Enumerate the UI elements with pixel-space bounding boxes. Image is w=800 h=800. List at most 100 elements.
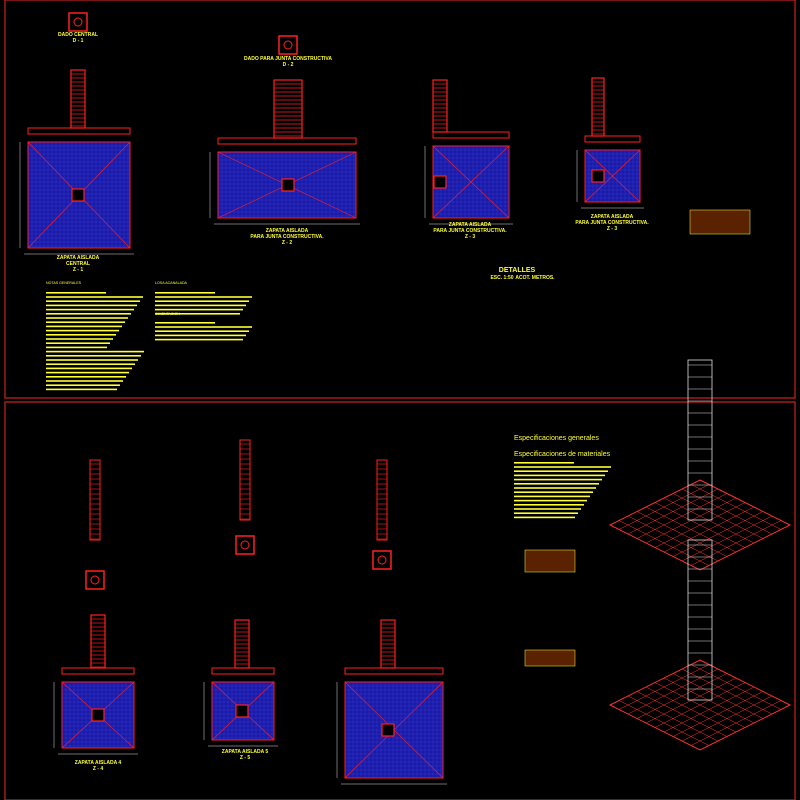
note-line	[46, 292, 106, 294]
note-line	[46, 317, 128, 319]
dado-d5	[372, 550, 392, 570]
note-line	[155, 308, 243, 311]
note-line	[155, 338, 243, 341]
footing-z4-title: ZAPATA AISLADA 4	[75, 760, 122, 766]
note-line	[46, 371, 129, 374]
note-line	[514, 512, 578, 514]
note-line	[46, 342, 110, 344]
dado-junta-title: DADO PARA JUNTA CONSTRUCTIVA	[244, 56, 332, 62]
note-line	[46, 308, 134, 311]
footing-z5-column-section	[235, 704, 249, 718]
dado-d1	[68, 12, 88, 32]
notas-generales-heading: NOTAS GENERALES	[46, 281, 82, 285]
note-line	[46, 300, 140, 302]
cad-line	[690, 700, 782, 746]
iso-cage-1-base	[608, 479, 792, 571]
spec-table	[689, 209, 751, 235]
note-line	[46, 363, 135, 365]
note-line	[155, 322, 215, 324]
note-line	[155, 304, 246, 307]
cad-line	[432, 145, 510, 219]
dado-d5-bar	[377, 555, 387, 565]
cad-line	[690, 664, 782, 710]
note-line	[46, 329, 119, 332]
footing-z3-subtitle: PARA JUNTA CONSTRUCTIVA.	[433, 228, 507, 234]
note-line	[46, 296, 143, 298]
footing-z1-subtitle: CENTRAL	[66, 261, 90, 267]
cad-line	[672, 691, 764, 737]
specs-general-heading: Especificaciones generales	[514, 435, 599, 442]
footing-z1-title: ZAPATA AISLADA	[57, 255, 100, 261]
note-line	[155, 330, 249, 332]
sheet-frame-bottom	[4, 401, 796, 800]
footing-z3-elevation-slab	[432, 131, 510, 139]
cad-line	[654, 502, 746, 548]
note-line	[46, 388, 117, 391]
dado-d1-bar	[73, 17, 83, 27]
note-line	[46, 304, 137, 307]
spec-table	[524, 649, 576, 667]
note-line	[155, 296, 252, 298]
note-line	[514, 483, 599, 485]
footing-z3-code: Z - 3	[465, 234, 475, 240]
dado-central-code: D - 1	[73, 38, 84, 44]
footing-z4-code: Z - 4	[93, 766, 103, 772]
cad-line	[681, 488, 773, 535]
detalles-title: DETALLES	[499, 267, 536, 274]
footing-z2-elevation-column	[273, 79, 303, 139]
note-line	[155, 292, 215, 294]
dado-d4-bar	[240, 540, 250, 550]
col-elev-b	[239, 439, 251, 521]
cad-line	[663, 497, 755, 544]
footing-z6-column-section	[381, 723, 395, 737]
cad-line	[663, 677, 755, 724]
note-line	[155, 313, 240, 315]
note-line	[514, 470, 608, 472]
detalles-scale: ESC. 1:50	[490, 275, 513, 281]
note-line	[514, 516, 575, 519]
losa-acanalada-heading: LOSA ACANALADA	[155, 281, 188, 285]
note-line	[514, 504, 584, 506]
note-line	[46, 350, 144, 353]
iso-cage-1-column	[687, 359, 713, 521]
footing-z2-column-section	[281, 178, 295, 192]
note-line	[46, 334, 116, 336]
note-line	[514, 508, 581, 510]
footing-z5-title: ZAPATA AISLADA 5	[222, 749, 269, 755]
specs-materials-heading: Especificaciones de materiales	[514, 451, 611, 458]
note-line	[46, 338, 113, 340]
dado-central-title: DADO CENTRAL	[58, 32, 98, 38]
dado-d3-bar	[90, 575, 100, 585]
cad-line	[681, 668, 773, 715]
footing-z3-title: ZAPATA AISLADA	[449, 222, 492, 228]
note-line	[46, 376, 126, 378]
iso-cage-2-base	[608, 659, 792, 751]
note-line	[46, 359, 138, 361]
footing-z3b-subtitle: PARA JUNTA CONSTRUCTIVA.	[575, 220, 649, 226]
footing-z3b-elevation-slab	[584, 135, 641, 143]
dado-d2-bar	[283, 40, 293, 50]
col-elev-a	[89, 459, 101, 541]
footing-z1-elevation-column	[70, 69, 86, 129]
note-line	[46, 367, 132, 370]
note-line	[514, 462, 574, 464]
col-elev-c	[376, 459, 388, 541]
note-line	[514, 474, 605, 477]
cad-line	[690, 520, 782, 566]
cad-line	[584, 149, 641, 203]
note-line	[46, 355, 141, 357]
footing-z3-elevation-column	[432, 79, 448, 133]
note-line	[514, 478, 602, 481]
note-line	[46, 346, 107, 349]
footing-z3b-column-section	[591, 169, 605, 183]
dado-d3	[85, 570, 105, 590]
note-line	[155, 300, 249, 302]
note-line	[514, 495, 590, 498]
footing-z1-code: Z - 1	[73, 267, 83, 273]
cad-line	[681, 515, 773, 562]
note-line	[514, 466, 611, 468]
cad-line	[681, 695, 773, 742]
sheet-frame-top	[4, 0, 796, 399]
footing-z3b-code: Z - 3	[607, 226, 617, 232]
